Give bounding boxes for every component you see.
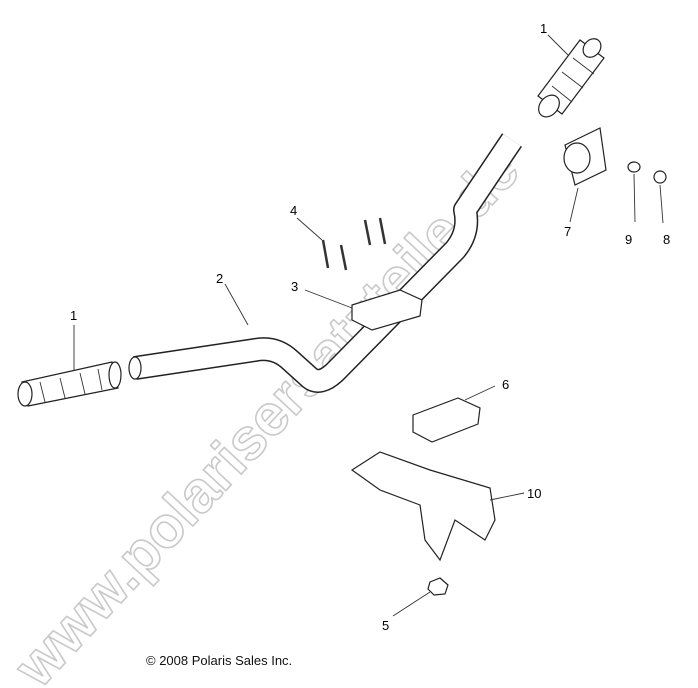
callout-1-left: 1 <box>70 308 77 323</box>
pad <box>563 127 607 186</box>
callout-3: 3 <box>291 279 298 294</box>
callout-2: 2 <box>216 271 223 286</box>
plug <box>653 170 667 184</box>
callout-4: 4 <box>290 203 297 218</box>
copyright-notice: © 2008 Polaris Sales Inc. <box>146 653 293 668</box>
callout-8: 8 <box>663 232 670 247</box>
lower-clamp <box>412 397 481 443</box>
callout-9: 9 <box>625 232 632 247</box>
nut <box>427 577 449 596</box>
callout-5: 5 <box>382 618 389 633</box>
callout-7: 7 <box>564 224 571 239</box>
leader-lines <box>73 34 664 617</box>
bracket <box>350 451 496 562</box>
grip-left <box>17 361 122 407</box>
bolts <box>321 217 387 271</box>
washer <box>627 161 641 173</box>
callout-6: 6 <box>502 377 509 392</box>
callout-1-right: 1 <box>540 21 547 36</box>
callout-10: 10 <box>527 486 541 501</box>
handlebar <box>128 133 522 393</box>
upper-clamp <box>351 289 423 331</box>
grip-right <box>537 38 605 118</box>
